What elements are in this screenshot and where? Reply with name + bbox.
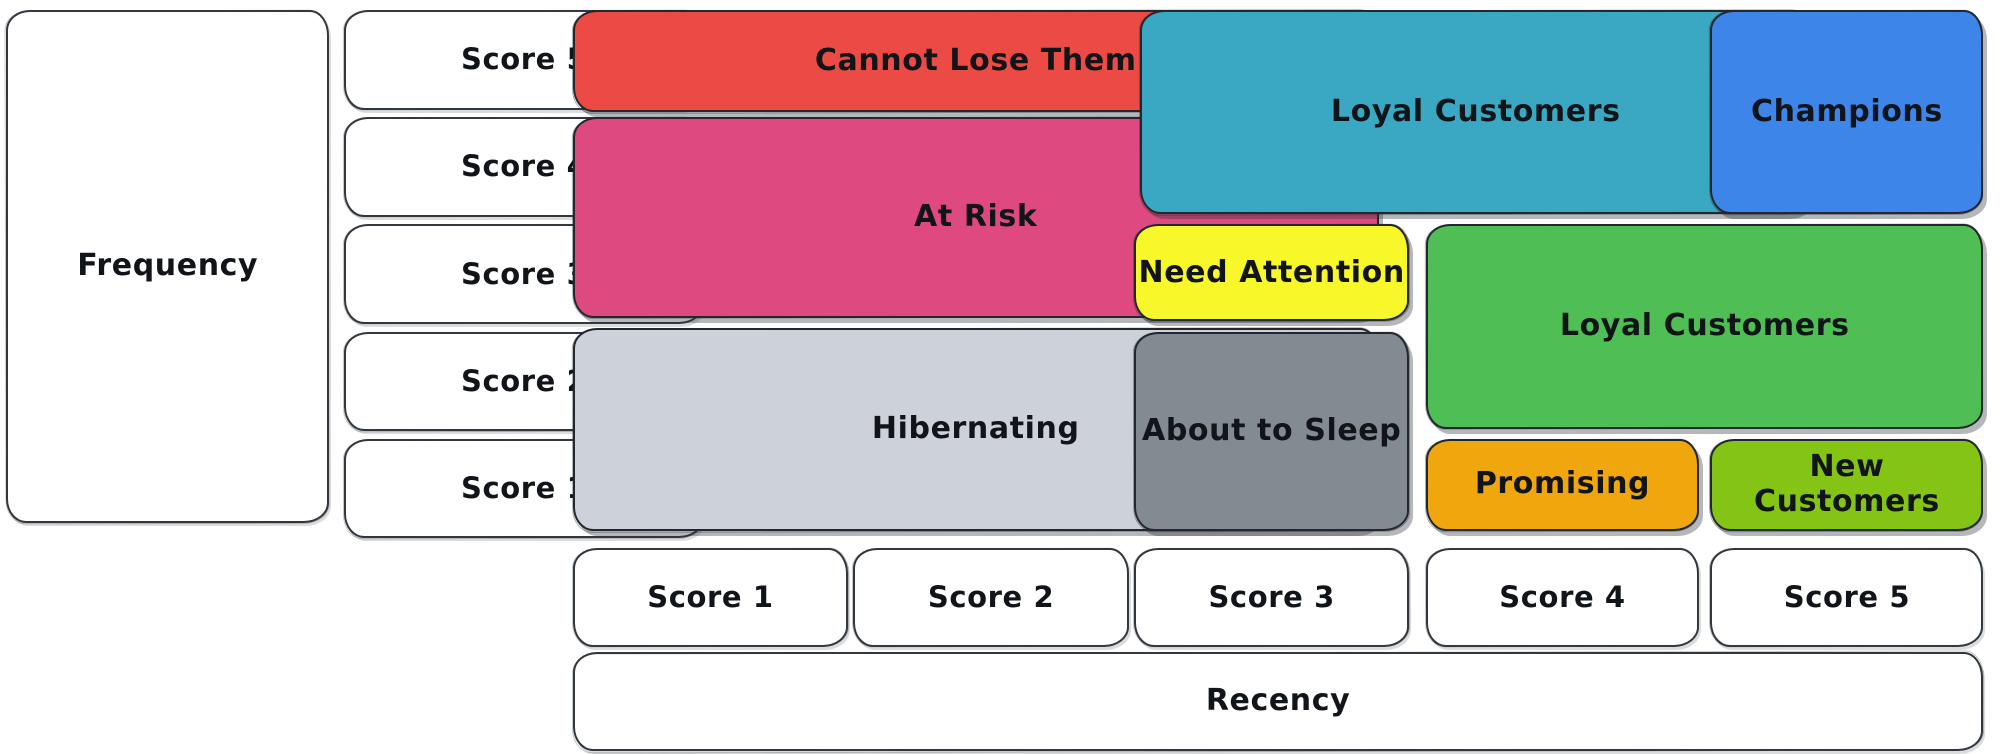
recency-score-2[interactable]: Score 2 [853,548,1129,647]
frequency-score-3-label: Score 3 [460,256,588,291]
recency-score-1-label: Score 1 [647,579,774,614]
segment-loyal-customers-teal[interactable]: Loyal Customers [1140,10,1812,215]
recency-axis-label[interactable]: Recency [572,651,1984,752]
recency-score-4[interactable]: Score 4 [1426,548,1699,647]
recency-score-4-label: Score 4 [1499,579,1626,614]
frequency-score-5-label: Score 5 [460,42,588,77]
segment-promising-label: Promising [1474,466,1651,502]
segment-champions[interactable]: Champions [1710,10,1984,215]
segment-need-attention[interactable]: Need Attention [1133,224,1410,322]
segment-loyal-customers-green[interactable]: Loyal Customers [1426,224,1984,429]
recency-score-5-label: Score 5 [1783,579,1911,614]
recency-score-3-label: Score 3 [1208,579,1335,614]
recency-score-2-label: Score 2 [927,579,1055,614]
recency-score-5[interactable]: Score 5 [1710,548,1984,647]
segment-cannot-lose-them-label: Cannot Lose Them [814,42,1137,78]
recency-score-1[interactable]: Score 1 [572,548,849,647]
segment-need-attention-label: Need Attention [1138,254,1405,290]
frequency-axis-label-label: Frequency [77,248,259,284]
segment-loyal-customers-green-label: Loyal Customers [1559,308,1850,344]
recency-axis-label-label: Recency [1205,683,1351,719]
segment-champions-label: Champions [1750,93,1943,129]
segment-at-risk-label: At Risk [914,199,1038,235]
frequency-score-1-label: Score 1 [460,470,588,505]
segment-about-to-sleep[interactable]: About to Sleep [1133,331,1410,531]
segment-promising[interactable]: Promising [1426,438,1699,531]
segment-about-to-sleep-label: About to Sleep [1142,412,1402,448]
frequency-score-4-label: Score 4 [460,149,588,184]
segment-loyal-customers-teal-label: Loyal Customers [1330,93,1621,129]
segment-new-customers-label: New Customers [1754,449,1940,519]
recency-score-3[interactable]: Score 3 [1133,548,1410,647]
frequency-score-2-label: Score 2 [460,363,588,398]
frequency-axis-label[interactable]: Frequency [6,10,330,523]
segment-new-customers[interactable]: New Customers [1710,438,1984,531]
segment-hibernating-label: Hibernating [871,410,1080,446]
